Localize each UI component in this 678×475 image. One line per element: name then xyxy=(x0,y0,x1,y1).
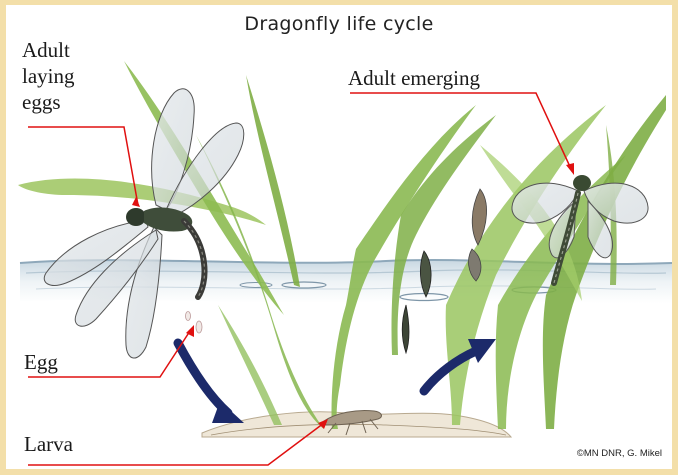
label-adult-laying-line1: Adult xyxy=(22,37,75,63)
illustration-panel: Dragonfly life cycle Adult laying eggs A… xyxy=(6,5,672,469)
life-cycle-illustration xyxy=(6,5,672,469)
label-larva: Larva xyxy=(24,431,73,457)
label-egg: Egg xyxy=(24,349,58,375)
diagram-title: Dragonfly life cycle xyxy=(6,13,672,35)
label-adult-laying-line2: laying xyxy=(22,63,75,89)
credit-text: ©MN DNR, G. Mikel xyxy=(577,448,662,459)
label-adult-emerging: Adult emerging xyxy=(348,65,480,91)
label-adult-laying-line3: eggs xyxy=(22,89,75,115)
adult-laying-eggs-dragonfly xyxy=(44,89,244,358)
label-adult-laying-eggs: Adult laying eggs xyxy=(22,37,75,115)
